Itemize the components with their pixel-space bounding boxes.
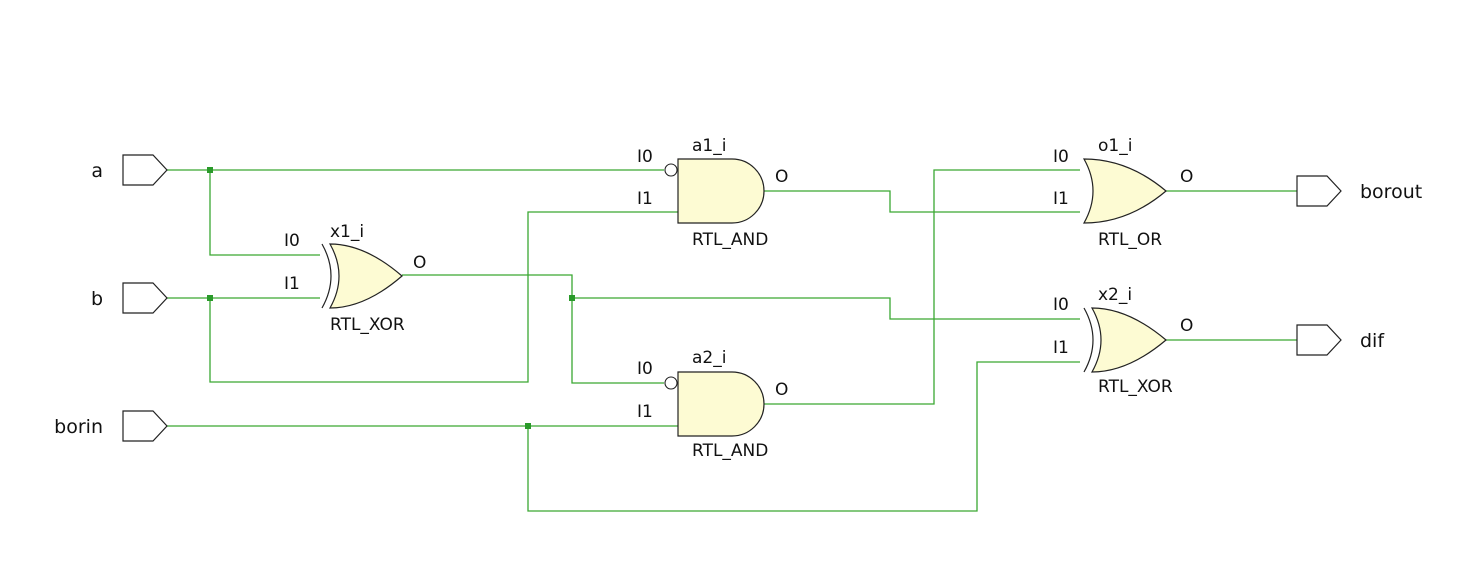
- gate-x2-xor[interactable]: x2_i I0 I1 O RTL_XOR: [1053, 285, 1193, 397]
- output-port-dif[interactable]: dif: [1296, 324, 1385, 356]
- gate-a1-type: RTL_AND: [692, 230, 768, 250]
- gate-x1-pin-o: O: [413, 253, 426, 273]
- gate-x2-pin-i0: I0: [1053, 295, 1069, 315]
- gate-a2-type: RTL_AND: [692, 441, 768, 461]
- gate-o1-pin-o: O: [1180, 167, 1193, 187]
- gate-a2-pin-i1: I1: [637, 402, 653, 422]
- junction-b: [207, 295, 213, 301]
- gate-x1-pin-i1: I1: [284, 274, 300, 294]
- output-port-borout[interactable]: borout: [1296, 175, 1422, 207]
- gate-a1-inverter-bubble: [664, 163, 678, 177]
- gate-a1-instance: a1_i: [692, 136, 726, 156]
- junction-x1-out: [569, 295, 575, 301]
- gate-a1-pin-o: O: [775, 167, 788, 187]
- gate-a1-pin-i0: I0: [637, 147, 653, 167]
- input-port-borin[interactable]: borin: [54, 410, 168, 442]
- gate-a2-instance: a2_i: [692, 348, 726, 368]
- wire-x1-to-x2-i0[interactable]: [572, 297, 1080, 320]
- gate-x2-instance: x2_i: [1098, 285, 1132, 305]
- junction-borin: [525, 423, 531, 429]
- junctions: [207, 167, 575, 429]
- wires: [167, 169, 1297, 512]
- gate-a1-and[interactable]: a1_i I0 I1 O RTL_AND: [637, 136, 788, 250]
- gate-a2-pin-o: O: [775, 380, 788, 400]
- wire-a1-out[interactable]: [764, 190, 1080, 213]
- gate-a2-pin-i0: I0: [637, 359, 653, 379]
- wire-a-to-x1-i0[interactable]: [209, 170, 320, 256]
- gate-x1-pin-i0: I0: [284, 231, 300, 251]
- gate-o1-pin-i0: I0: [1053, 147, 1069, 167]
- gate-o1-or[interactable]: o1_i I0 I1 O RTL_OR: [1053, 136, 1193, 250]
- input-port-b[interactable]: b: [91, 282, 168, 314]
- gate-a2-inverter-bubble: [664, 376, 678, 390]
- gate-o1-instance: o1_i: [1098, 136, 1132, 156]
- input-port-b-label: b: [91, 288, 103, 310]
- wire-borin-to-x2-i1[interactable]: [527, 361, 1080, 512]
- gate-o1-type: RTL_OR: [1098, 230, 1162, 250]
- output-port-borout-label: borout: [1360, 181, 1422, 203]
- gate-a1-pin-i1: I1: [637, 189, 653, 209]
- junction-a: [207, 167, 213, 173]
- gate-x2-pin-i1: I1: [1053, 338, 1069, 358]
- gate-x2-type: RTL_XOR: [1098, 377, 1173, 397]
- wire-b-to-a1-i1[interactable]: [209, 211, 678, 383]
- wire-x1-out[interactable]: [402, 274, 664, 384]
- input-port-a-label: a: [91, 160, 103, 182]
- gate-x2-pin-o: O: [1180, 316, 1193, 336]
- gate-x1-instance: x1_i: [330, 222, 364, 242]
- gate-a2-and[interactable]: a2_i I0 I1 O RTL_AND: [637, 348, 788, 461]
- gate-x1-xor[interactable]: x1_i I0 I1 O RTL_XOR: [284, 222, 426, 335]
- output-port-dif-label: dif: [1360, 330, 1385, 352]
- wire-a2-out[interactable]: [764, 169, 1080, 405]
- gate-o1-pin-i1: I1: [1053, 189, 1069, 209]
- gate-x1-type: RTL_XOR: [330, 315, 405, 335]
- input-port-borin-label: borin: [54, 416, 103, 438]
- input-port-a[interactable]: a: [91, 154, 168, 186]
